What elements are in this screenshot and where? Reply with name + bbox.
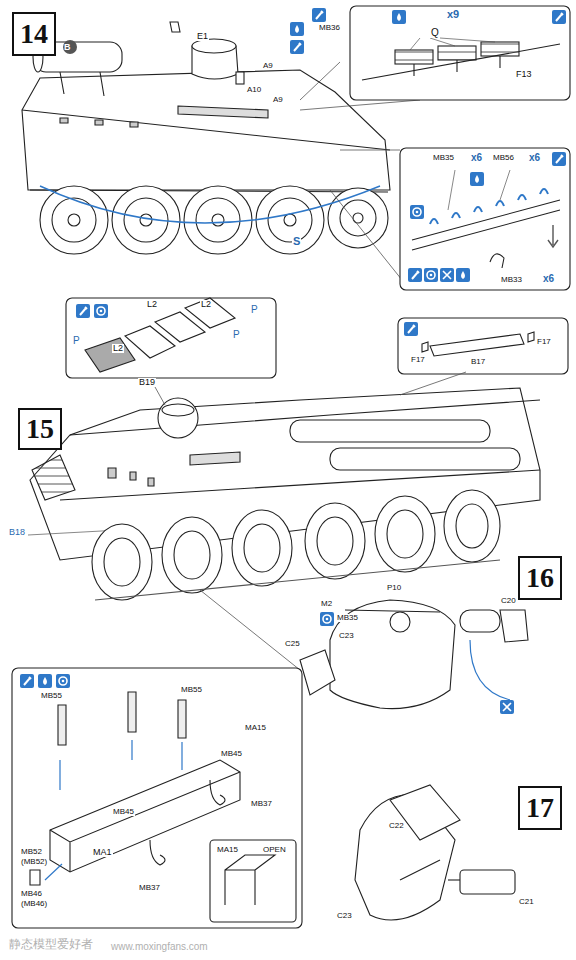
part-number: A10 [246,86,262,94]
part-number: B19 [138,378,156,387]
part-number: MB35 [336,614,359,622]
part-number: A9 [272,96,284,104]
part-number: C21 [518,898,535,906]
part-number: MB35 [432,154,455,162]
part-number: L2 [112,344,124,353]
part-number: C23 [338,632,355,640]
part-number: C22 [388,822,405,830]
part-number: C23 [336,912,353,920]
part-number: MB56 [492,154,515,162]
step-number: 16 [521,561,559,595]
step-number-box: 16 [518,556,562,600]
part-number: MB45 [112,808,135,816]
part-number: MB37 [138,884,161,892]
step-number-box: 17 [518,786,562,830]
part-number: M2 [320,600,333,608]
part-number: MB45 [220,750,243,758]
part-number: P [72,336,81,346]
part-number: C20 [500,597,517,605]
part-number: MB36 [318,24,341,32]
part-number: MB55 [180,686,203,694]
part-number: MB37 [250,800,273,808]
part-number: P [250,305,259,315]
part-number: x6 [470,153,483,163]
part-number: MB52 [20,848,43,856]
step-number: 14 [15,17,53,51]
part-number: F13 [515,70,533,79]
part-number: x6 [528,153,541,163]
part-number: MB46 [20,890,43,898]
part-number: x6 [542,274,555,284]
step-number: 17 [521,791,559,825]
part-number: L2 [200,300,212,309]
part-number: P10 [386,584,402,592]
step-number: 15 [21,412,59,446]
part-number: B18 [8,528,26,537]
part-number: P [232,330,241,340]
part-number: Q [430,28,440,38]
step-number-box: 14 [12,12,56,56]
part-number: MA15 [216,846,239,854]
part-number: MA15 [244,724,267,732]
part-number: (MB52) [20,858,48,866]
part-number: A9 [262,62,274,70]
watermark: 静态模型爱好者 [8,938,94,950]
step-number-box: 15 [18,408,62,450]
part-number: B [63,43,72,52]
watermark: www.moxingfans.com [110,942,209,952]
part-number: MB55 [40,692,63,700]
part-number: x9 [446,9,460,20]
part-number: S [292,236,301,247]
part-number: MA1 [92,848,113,857]
part-number: OPEN [262,846,287,854]
part-number: F17 [536,338,552,346]
part-number: C25 [284,640,301,648]
part-number: E1 [196,32,209,41]
part-number: B17 [470,358,486,366]
part-number: (MB46) [20,900,48,908]
part-number: L2 [146,300,158,309]
part-number: MB33 [500,276,523,284]
part-number: F17 [410,356,426,364]
